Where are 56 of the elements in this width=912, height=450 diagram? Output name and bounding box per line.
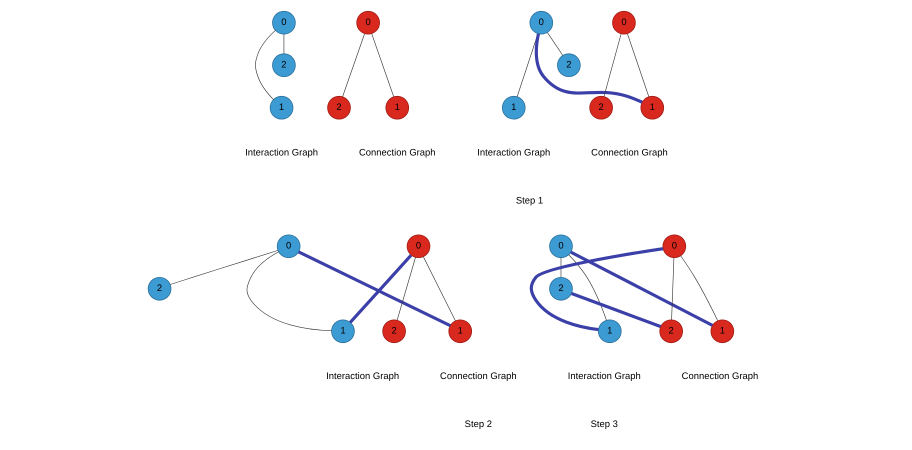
connector	[348, 254, 412, 324]
label: Interaction Graph	[326, 370, 399, 382]
label: Step 3	[590, 418, 618, 430]
node-circle: 0	[276, 234, 300, 258]
node-circle: 0	[356, 10, 380, 35]
node-circle: 1	[597, 319, 622, 344]
label: Interaction Graph	[567, 370, 640, 382]
node-circle: 0	[272, 10, 296, 35]
node-circle: 0	[548, 234, 572, 258]
connector	[534, 33, 642, 104]
node-circle: 2	[326, 96, 350, 120]
connector	[342, 33, 364, 97]
node-circle: 0	[529, 10, 553, 35]
connector	[422, 256, 456, 322]
connector	[568, 254, 606, 321]
node-circle: 2	[658, 319, 682, 344]
connector	[529, 247, 663, 332]
label: Step 1	[515, 195, 543, 206]
label: Connection Graph	[358, 147, 436, 158]
connector	[570, 292, 661, 328]
node-circle: 1	[710, 319, 734, 344]
connector	[603, 34, 621, 97]
node-circle: 1	[269, 96, 293, 120]
label: Connection Graph	[681, 370, 758, 382]
connector	[560, 257, 561, 278]
connector	[297, 250, 450, 328]
label: Step 2	[464, 418, 492, 430]
connector	[254, 30, 276, 100]
node-circle: 1	[330, 319, 354, 344]
node-circle: 1	[384, 96, 409, 120]
connector	[396, 256, 416, 320]
label: Connection Graph	[440, 370, 516, 382]
node-circle: 0	[662, 234, 686, 258]
connector	[370, 33, 394, 97]
connector	[246, 252, 332, 331]
node-circle: 2	[548, 276, 572, 301]
node-circle: 0	[612, 10, 636, 35]
connector	[626, 33, 649, 97]
node-circle: 2	[272, 53, 296, 78]
node-circle: 1	[448, 319, 472, 344]
node-circle: 2	[382, 319, 406, 344]
connector	[546, 32, 563, 56]
node-circle: 1	[501, 96, 526, 120]
node-circle: 0	[406, 234, 430, 258]
node-circle: 2	[556, 53, 580, 78]
connector	[680, 256, 718, 321]
label: Interaction Graph	[476, 147, 550, 158]
label: Connection Graph	[590, 147, 668, 158]
label: Interaction Graph	[244, 147, 318, 158]
node-circle: 1	[640, 96, 664, 120]
connector	[670, 258, 674, 320]
connector	[570, 250, 713, 327]
node-circle: 2	[147, 276, 171, 301]
connector	[169, 250, 278, 285]
connector	[283, 34, 284, 54]
node-circle: 2	[588, 96, 612, 120]
